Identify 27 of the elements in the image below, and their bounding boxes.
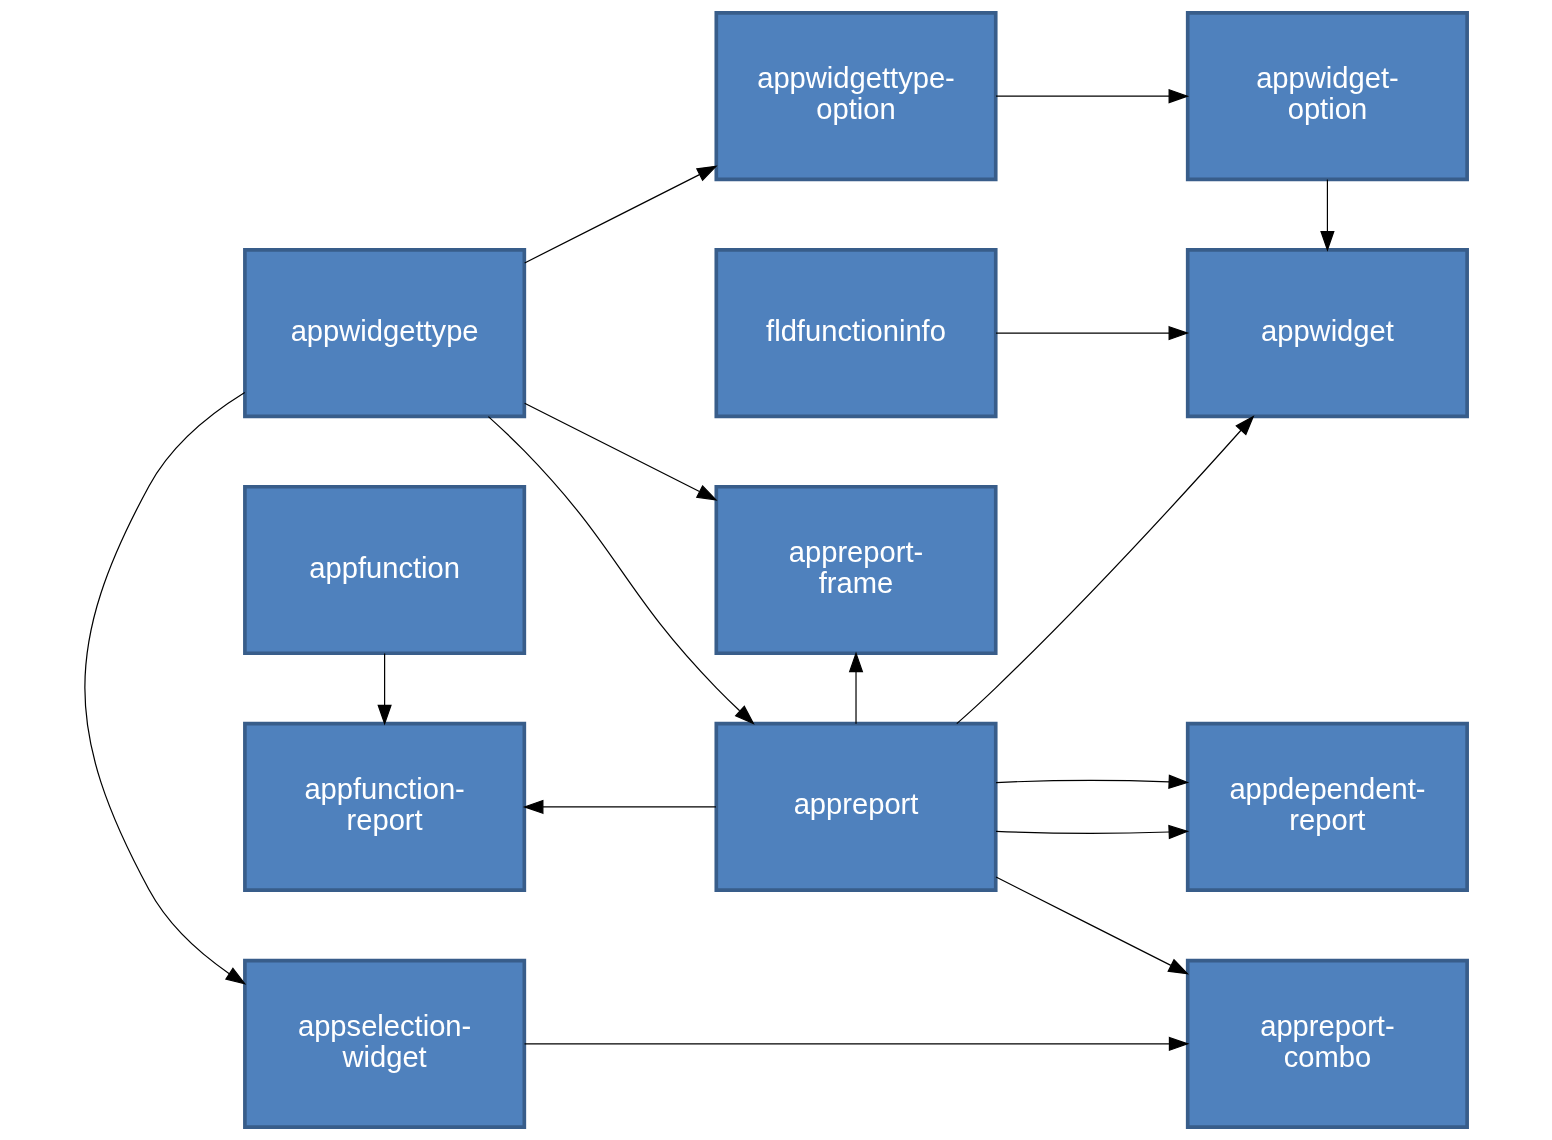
- arrow: [995, 88, 1190, 104]
- arrow: [487, 416, 755, 725]
- node-box: appfunction-report: [243, 721, 527, 892]
- node-box: appwidgettype: [243, 248, 527, 419]
- arrow: [995, 325, 1190, 341]
- node-box: appwidget-option: [1185, 11, 1469, 182]
- arrow: [848, 651, 864, 725]
- node-box: appwidgettype-option: [714, 11, 998, 182]
- node-box: fldfunctioninfo: [714, 248, 998, 419]
- arrow: [956, 415, 1255, 725]
- arrow: [995, 824, 1190, 840]
- node-box: appdependent-report: [1185, 721, 1469, 892]
- arrow: [995, 876, 1189, 975]
- arrow: [524, 402, 718, 501]
- node-box: appreport-combo: [1185, 958, 1469, 1129]
- arrow: [1320, 179, 1335, 252]
- node-box: appreport: [714, 721, 998, 892]
- arrow: [524, 1036, 1190, 1052]
- node-box: appreport-frame: [714, 484, 998, 656]
- arrow: [84, 391, 247, 985]
- arrow: [524, 165, 718, 264]
- arrow: [995, 774, 1190, 789]
- arrow: [377, 652, 392, 726]
- node-box: appselection-widget: [243, 958, 527, 1129]
- arrow: [522, 799, 717, 815]
- node-box: appwidget: [1185, 248, 1469, 419]
- node-box: appfunction: [243, 484, 527, 656]
